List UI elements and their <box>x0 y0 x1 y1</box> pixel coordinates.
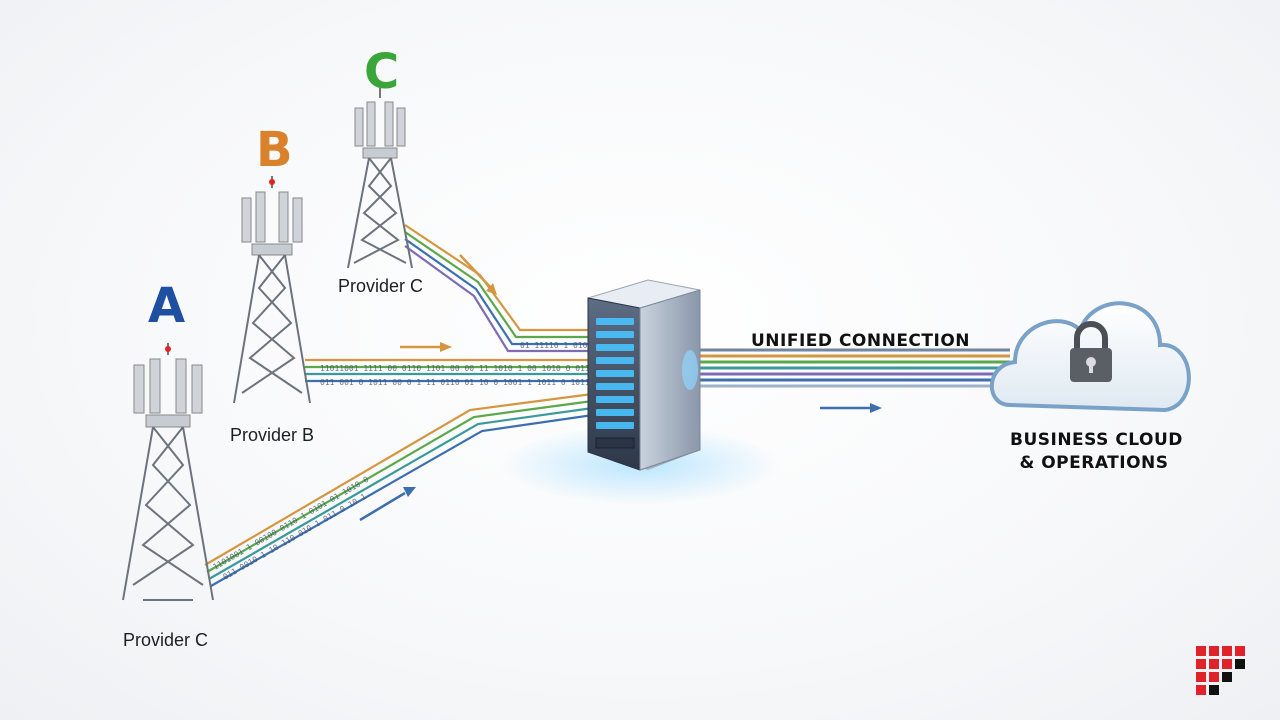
svg-text:011 001 0 1011 00 0 1 11 0110: 011 001 0 1011 00 0 1 11 0110 01 10 0 10… <box>320 378 614 387</box>
svg-text:011 0010 1 10 110 010 1 011 0: 011 0010 1 10 110 010 1 011 0 10 1 <box>222 492 368 582</box>
tower-b <box>233 176 311 404</box>
destination-label: BUSINESS CLOUD & OPERATIONS <box>1010 429 1183 475</box>
stream-provider-b <box>305 358 600 383</box>
server-icon <box>587 279 701 471</box>
unified-arrow <box>820 403 882 413</box>
tower-c-label: Provider C <box>338 276 424 296</box>
tower-b-label: Provider B <box>230 425 315 445</box>
svg-text:01 11110 1 01000: 01 11110 1 01000 <box>520 341 597 350</box>
tower-b-letter: B <box>256 122 293 178</box>
flow-arrows <box>359 254 497 522</box>
stream-provider-a <box>204 391 601 587</box>
stream-provider-c-top <box>404 224 600 353</box>
tower-a-letter: A <box>148 278 186 334</box>
tower-c <box>347 88 413 269</box>
tower-a <box>122 343 214 601</box>
svg-text:11011001 1111 00 0110 1101 00: 11011001 1111 00 0110 1101 00 00 11 1010… <box>320 364 614 373</box>
grid-logo-icon <box>1196 646 1245 695</box>
unified-connection-tube <box>690 348 1010 388</box>
tower-c-letter: C <box>364 44 400 100</box>
unified-connection-label: UNIFIED CONNECTION <box>751 331 971 351</box>
destination-line-2: & OPERATIONS <box>1019 453 1169 473</box>
cloud-icon <box>989 301 1191 413</box>
tower-a-label: Provider C <box>123 630 209 650</box>
lock-icon <box>1070 321 1112 382</box>
destination-line-1: BUSINESS CLOUD <box>1010 430 1183 450</box>
svg-text:1101001 1 00100 0110 1 0101 01: 1101001 1 00100 0110 1 0101 01 1010 0 <box>212 475 371 572</box>
